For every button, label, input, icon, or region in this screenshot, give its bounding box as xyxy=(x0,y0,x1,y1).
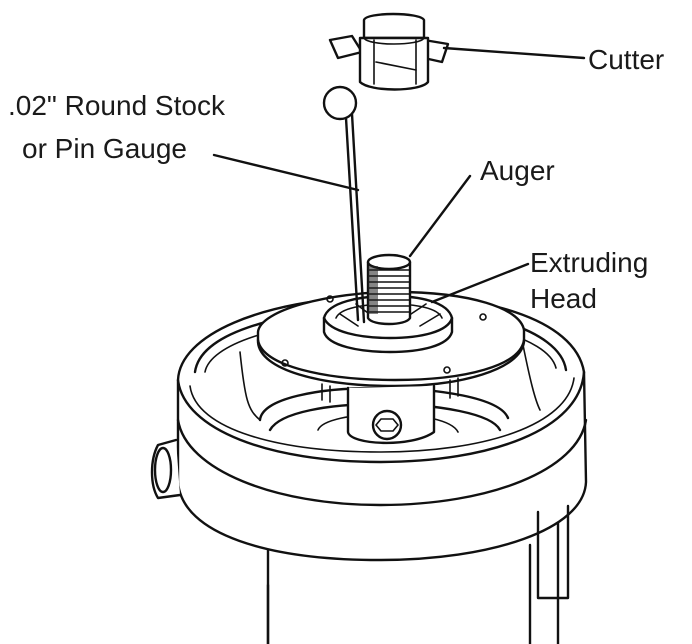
auger-shaft xyxy=(366,253,412,326)
label-cutter: Cutter xyxy=(588,44,664,75)
label-round-stock-line1: .02" Round Stock xyxy=(8,90,226,121)
round-stock-rod xyxy=(322,85,366,324)
label-extruding-line2: Head xyxy=(530,283,597,314)
cutter xyxy=(328,12,450,91)
label-extruding-line1: Extruding xyxy=(530,247,648,278)
extruding-head xyxy=(256,290,526,445)
label-auger: Auger xyxy=(480,155,555,186)
leader-lines xyxy=(212,46,586,304)
label-round-stock-line2: or Pin Gauge xyxy=(22,133,187,164)
